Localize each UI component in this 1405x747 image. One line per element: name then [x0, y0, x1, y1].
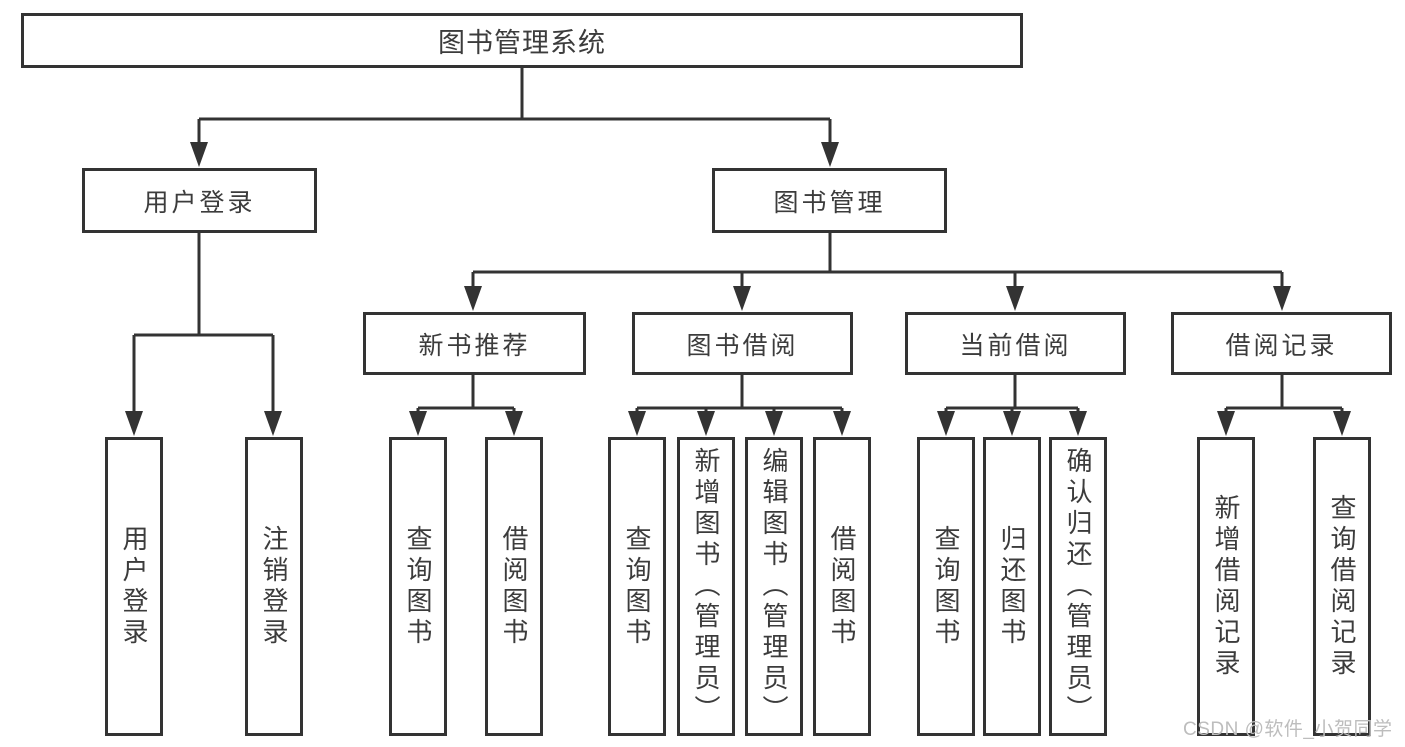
leaf-logout-label: 注销登录 — [259, 524, 289, 649]
leaf-add-books-admin-label: 新增图书（管理员） — [691, 447, 721, 726]
node-system-root: 图书管理系统 — [21, 13, 1023, 68]
leaf-borrow-books-borrowing: 借阅图书 — [813, 437, 871, 736]
node-book-management: 图书管理 — [712, 168, 947, 233]
node-system-root-label: 图书管理系统 — [438, 28, 606, 58]
leaf-query-books-recommend: 查询图书 — [389, 437, 447, 736]
leaf-add-borrow-record: 新增借阅记录 — [1197, 437, 1255, 736]
node-new-book-recommendation: 新书推荐 — [363, 312, 586, 375]
leaf-user-login-label: 用户登录 — [119, 524, 149, 649]
leaf-logout: 注销登录 — [245, 437, 303, 736]
leaf-query-books-borrowing: 查询图书 — [608, 437, 666, 736]
node-book-management-label: 图书管理 — [773, 188, 886, 217]
leaf-query-books-current: 查询图书 — [917, 437, 975, 736]
leaf-add-borrow-record-label: 新增借阅记录 — [1211, 493, 1241, 680]
leaf-query-borrow-record: 查询借阅记录 — [1313, 437, 1371, 736]
node-user-login-label: 用户登录 — [143, 188, 256, 217]
node-borrowing-records-label: 借阅记录 — [1225, 331, 1338, 360]
node-user-login: 用户登录 — [82, 168, 317, 233]
leaf-add-books-admin: 新增图书（管理员） — [677, 437, 735, 736]
leaf-user-login: 用户登录 — [105, 437, 163, 736]
node-book-borrowing: 图书借阅 — [632, 312, 853, 375]
node-borrowing-records: 借阅记录 — [1171, 312, 1392, 375]
leaf-query-books-current-label: 查询图书 — [931, 524, 961, 649]
node-current-borrowing-label: 当前借阅 — [959, 331, 1072, 360]
leaf-confirm-return-admin-label: 确认归还（管理员） — [1063, 447, 1093, 726]
leaf-query-books-recommend-label: 查询图书 — [403, 524, 433, 649]
node-current-borrowing: 当前借阅 — [905, 312, 1126, 375]
leaf-query-borrow-record-label: 查询借阅记录 — [1327, 493, 1357, 680]
leaf-return-books: 归还图书 — [983, 437, 1041, 736]
leaf-query-books-borrowing-label: 查询图书 — [622, 524, 652, 649]
leaf-return-books-label: 归还图书 — [997, 524, 1027, 649]
leaf-borrow-books-recommend: 借阅图书 — [485, 437, 543, 736]
watermark-csdn: CSDN @软件_小贺同学 — [1183, 719, 1393, 740]
leaf-borrow-books-recommend-label: 借阅图书 — [499, 524, 529, 649]
leaf-edit-books-admin-label: 编辑图书（管理员） — [759, 447, 789, 726]
arrowheads — [125, 142, 1351, 436]
node-new-book-recommendation-label: 新书推荐 — [418, 331, 531, 360]
leaf-confirm-return-admin: 确认归还（管理员） — [1049, 437, 1107, 736]
node-book-borrowing-label: 图书借阅 — [686, 331, 799, 360]
leaf-borrow-books-borrowing-label: 借阅图书 — [827, 524, 857, 649]
leaf-edit-books-admin: 编辑图书（管理员） — [745, 437, 803, 736]
